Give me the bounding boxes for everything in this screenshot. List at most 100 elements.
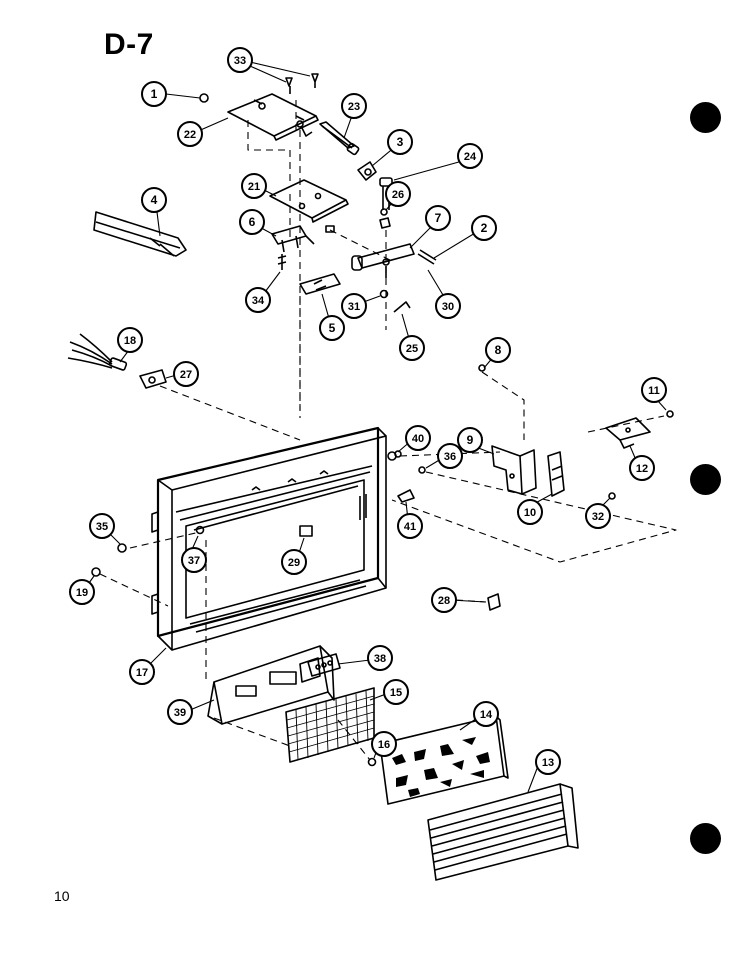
callout-label: 23 [348, 101, 360, 113]
callout-circle [385, 181, 411, 207]
callout-15: 15 [383, 679, 409, 705]
callout-label: 15 [390, 687, 402, 699]
callout-6: 6 [239, 209, 265, 235]
switch-part [299, 273, 341, 295]
connector-part [139, 369, 167, 389]
binder-hole-bottom [690, 823, 721, 854]
callout-label: 40 [412, 433, 424, 445]
callout-circle [457, 143, 483, 169]
callout-label: 10 [524, 507, 536, 519]
callout-19: 19 [69, 579, 95, 605]
callout-label: 14 [480, 709, 493, 721]
callout-circle [585, 503, 611, 529]
callout-circle [141, 187, 167, 213]
wire-harness-part [67, 333, 128, 371]
callout-40: 40 [405, 425, 431, 451]
callout-31: 31 [341, 293, 367, 319]
lower-bracket-part [207, 645, 335, 725]
callout-18: 18 [117, 327, 143, 353]
callout-label: 38 [374, 653, 386, 665]
frame-part [151, 426, 387, 651]
control-knob-part [307, 653, 341, 677]
callout-label: 17 [136, 667, 148, 679]
callout-label: 18 [124, 335, 136, 347]
callout-label: 33 [234, 55, 246, 67]
callout-label: 34 [252, 295, 265, 307]
callout-circle [431, 587, 457, 613]
callout-27: 27 [173, 361, 199, 387]
callout-circle [473, 701, 499, 727]
callout-17: 17 [129, 659, 155, 685]
hinge-part [271, 225, 315, 253]
callout-circle [517, 499, 543, 525]
callout-24: 24 [457, 143, 483, 169]
callout-37: 37 [181, 547, 207, 573]
clip-part [357, 161, 377, 181]
callout-label: 37 [188, 555, 200, 567]
callout-circle [177, 121, 203, 147]
callout-label: 5 [329, 321, 336, 335]
callout-1: 1 [141, 81, 167, 107]
hinge-bracket-part [605, 417, 651, 449]
bracket-part [269, 179, 349, 233]
callout-circle [319, 315, 345, 341]
callout-label: 19 [76, 587, 88, 599]
callout-4: 4 [141, 187, 167, 213]
callout-30: 30 [435, 293, 461, 319]
callout-13: 13 [535, 749, 561, 775]
callout-33: 33 [227, 47, 253, 73]
callout-label: 3 [397, 135, 404, 149]
callout-23: 23 [341, 93, 367, 119]
callout-circle [471, 215, 497, 241]
callout-label: 4 [151, 193, 158, 207]
callout-circle [387, 129, 413, 155]
callout-label: 11 [648, 385, 660, 397]
callout-16: 16 [371, 731, 397, 757]
callout-label: 32 [592, 511, 604, 523]
callout-11: 11 [641, 377, 667, 403]
callout-label: 7 [435, 211, 442, 225]
screw-part [277, 254, 287, 270]
callout-circle [129, 659, 155, 685]
callout-label: 16 [378, 739, 390, 751]
callout-circle [535, 749, 561, 775]
callout-circle [173, 361, 199, 387]
callout-label: 9 [467, 433, 474, 447]
callout-5: 5 [319, 315, 345, 341]
callout-29: 29 [281, 549, 307, 575]
callout-circle [397, 513, 423, 539]
callout-7: 7 [425, 205, 451, 231]
callout-circle [341, 93, 367, 119]
callout-circle [89, 513, 115, 539]
latch-part [351, 243, 415, 278]
callout-3: 3 [387, 129, 413, 155]
callout-label: 35 [96, 521, 108, 533]
callout-circle [227, 47, 253, 73]
callout-39: 39 [167, 699, 193, 725]
callout-41: 41 [397, 513, 423, 539]
bar-part [93, 211, 187, 257]
hardware-parts [91, 73, 674, 767]
binder-hole-middle [690, 464, 721, 495]
callout-circle [167, 699, 193, 725]
callout-34: 34 [245, 287, 271, 313]
callout-32: 32 [585, 503, 611, 529]
callout-25: 25 [399, 335, 425, 361]
callout-circle [239, 209, 265, 235]
callout-circle [485, 337, 511, 363]
callout-22: 22 [177, 121, 203, 147]
callout-label: 36 [444, 451, 456, 463]
callout-circle [399, 335, 425, 361]
callout-circle [629, 455, 655, 481]
callout-label: 22 [184, 129, 196, 141]
callout-circle [435, 293, 461, 319]
callout-circle [371, 731, 397, 757]
mesh-filter-part [285, 687, 375, 763]
callout-circle [405, 425, 431, 451]
callout-label: 21 [248, 181, 260, 193]
callout-label: 31 [348, 301, 360, 313]
callout-38: 38 [367, 645, 393, 671]
callout-circle [117, 327, 143, 353]
